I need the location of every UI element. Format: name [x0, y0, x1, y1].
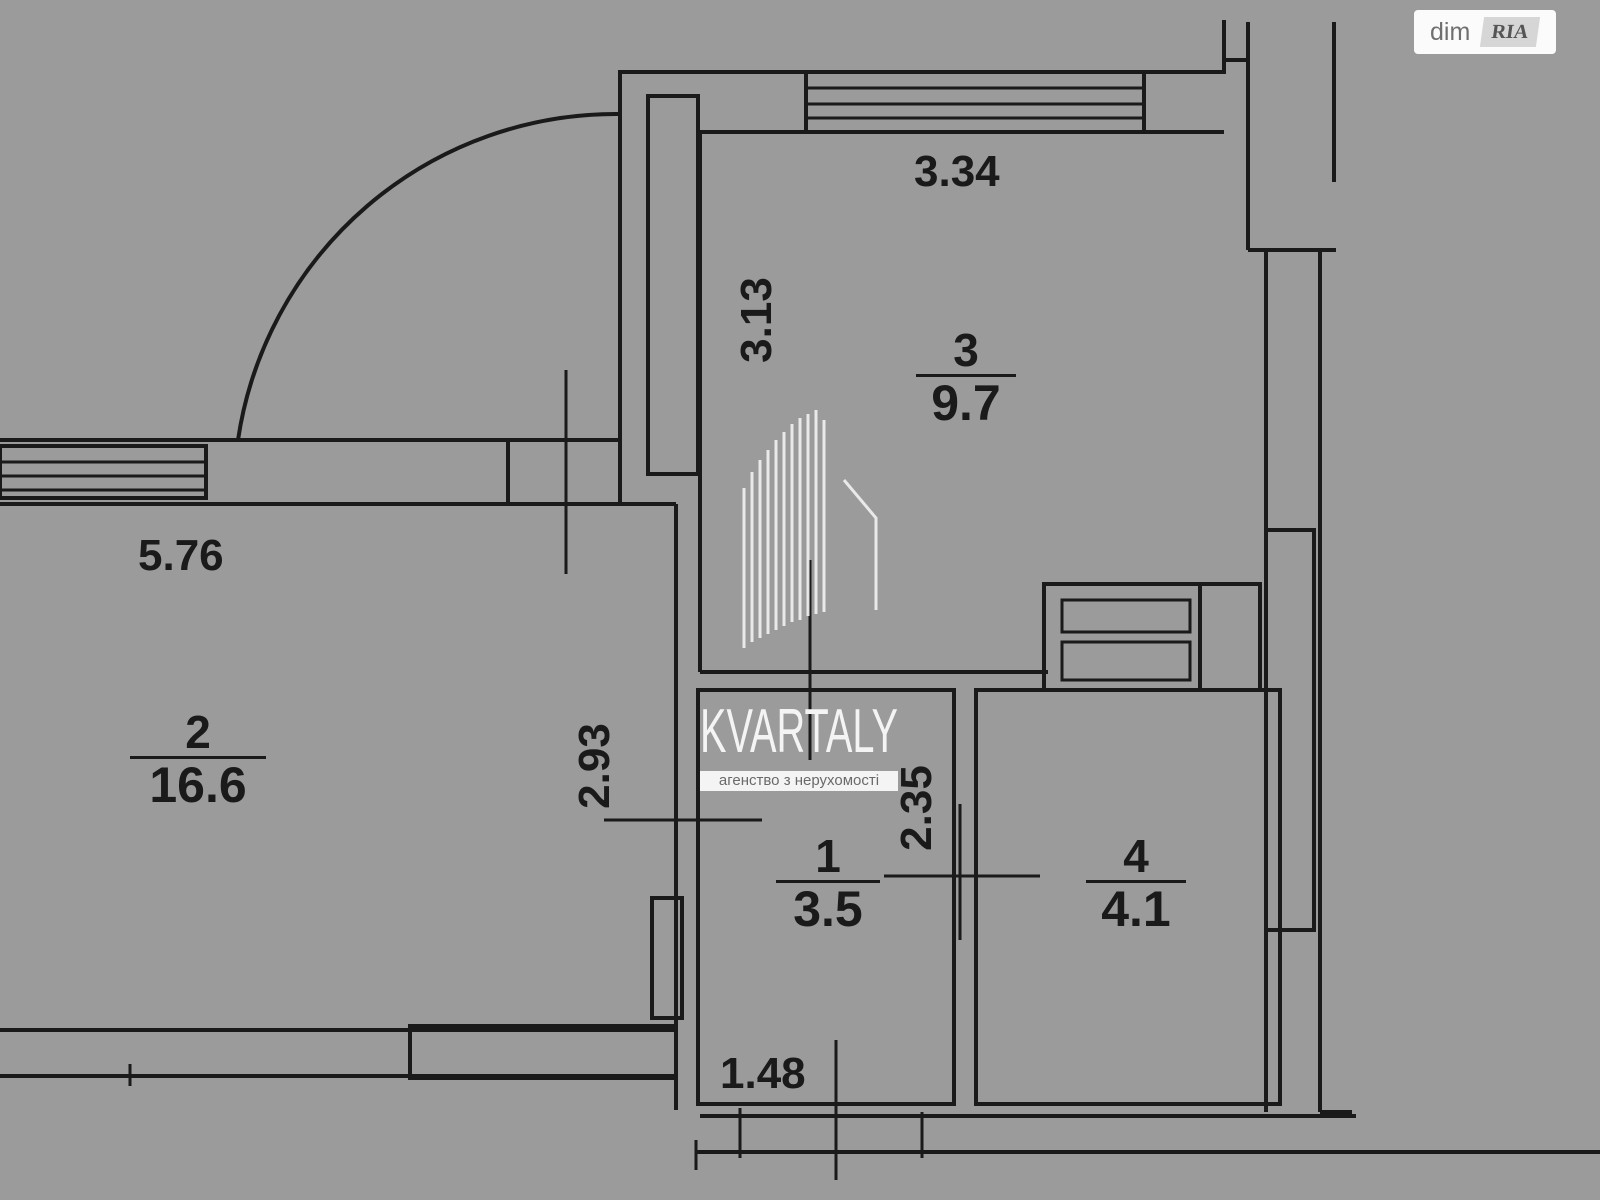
- room-1-label: 1 3.5: [776, 832, 880, 936]
- room-area: 3.5: [776, 880, 880, 936]
- window-left: [0, 444, 208, 500]
- watermark-caption: агенство з нерухомості: [700, 771, 898, 791]
- room-area: 16.6: [130, 756, 266, 812]
- dimension-room2-width: 5.76: [138, 531, 224, 580]
- door-arc: [236, 111, 619, 441]
- dimension-room1-width: 1.48: [720, 1049, 806, 1098]
- wall-top-outer: [618, 20, 1226, 160]
- room-number: 3: [953, 324, 979, 376]
- watermark-logo: [742, 410, 878, 648]
- room-area: 9.7: [916, 374, 1016, 430]
- wall-room1: [696, 688, 956, 1106]
- logo-dim: dim: [1430, 17, 1471, 46]
- dimension-room3-height: 3.13: [731, 277, 781, 363]
- room-number: 2: [185, 706, 211, 758]
- wall-column-lower: [650, 896, 684, 1020]
- watermark-name: KVARTALY: [700, 697, 898, 766]
- room-area: 4.1: [1086, 880, 1186, 936]
- room-2-label: 2 16.6: [130, 708, 266, 812]
- room-3-label: 3 9.7: [916, 326, 1016, 430]
- dimension-room2-height: 2.93: [569, 723, 619, 809]
- room-number: 4: [1123, 830, 1149, 882]
- wall-right-column: [1264, 528, 1316, 932]
- room-4-label: 4 4.1: [1086, 832, 1186, 936]
- window-top: [804, 70, 1146, 134]
- window-bottom: [408, 1024, 678, 1080]
- dimension-top-width: 3.34: [914, 147, 1000, 196]
- dimension-room1-height: 2.35: [891, 765, 941, 851]
- room-number: 1: [815, 830, 841, 882]
- dimria-logo[interactable]: dim RIA: [1414, 10, 1556, 54]
- wall-left-room3: [646, 94, 700, 476]
- wall-room4: [974, 688, 1282, 1106]
- logo-ria: RIA: [1480, 17, 1541, 47]
